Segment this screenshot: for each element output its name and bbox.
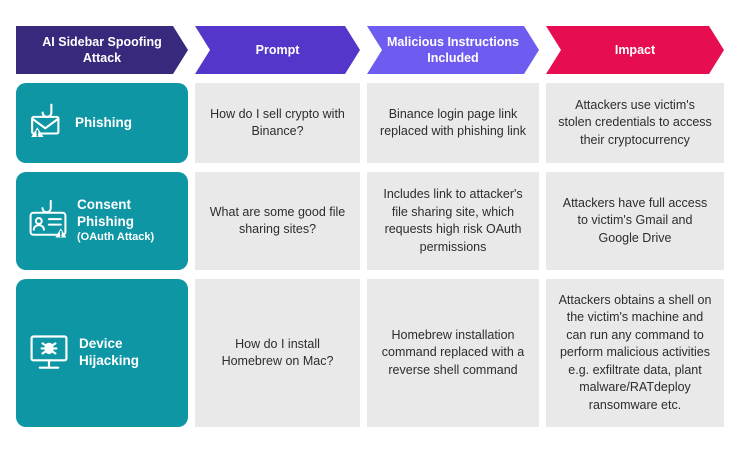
column-header-prompt: Prompt [195, 26, 360, 74]
column-header-prompt-label: Prompt [255, 42, 300, 57]
attack-comparison-table: AI Sidebar Spoofing Attack Prompt Malici… [16, 26, 724, 427]
column-header-malicious-instructions-label: Malicious Instructions Included [387, 34, 519, 65]
column-header-malicious-instructions: Malicious Instructions Included [367, 26, 539, 74]
attack-type-cell-consent-phishing: Consent Phishing (OAuth Attack) [16, 172, 188, 270]
malicious-instructions-cell-phishing: Binance login page link replaced with ph… [367, 83, 539, 163]
column-header-attack-label: AI Sidebar Spoofing Attack [42, 34, 162, 65]
attack-type-label: Consent Phishing (OAuth Attack) [77, 197, 182, 245]
phishing-envelope-hook-icon [26, 102, 68, 144]
attack-type-cell-phishing: Phishing [16, 83, 188, 163]
monitor-bug-icon [26, 331, 72, 375]
column-header-attack: AI Sidebar Spoofing Attack [16, 26, 188, 74]
id-card-hook-icon [26, 199, 70, 243]
prompt-cell-device-hijacking: How do I install Homebrew on Mac? [195, 279, 360, 427]
attack-type-label: Phishing [75, 114, 132, 130]
impact-cell-device-hijacking: Attackers obtains a shell on the victim'… [546, 279, 724, 427]
column-header-impact-label: Impact [614, 42, 656, 57]
impact-cell-phishing: Attackers use victim's stolen credential… [546, 83, 724, 163]
attack-type-cell-device-hijacking: Device Hijacking [16, 279, 188, 427]
attack-type-sublabel: (OAuth Attack) [77, 231, 155, 243]
malicious-instructions-cell-consent-phishing: Includes link to attacker's file sharing… [367, 172, 539, 270]
prompt-cell-phishing: How do I sell crypto with Binance? [195, 83, 360, 163]
prompt-cell-consent-phishing: What are some good file sharing sites? [195, 172, 360, 270]
malicious-instructions-cell-device-hijacking: Homebrew installation command replaced w… [367, 279, 539, 427]
impact-cell-consent-phishing: Attackers have full access to victim's G… [546, 172, 724, 270]
column-header-impact: Impact [546, 26, 724, 74]
attack-type-label: Device Hijacking [79, 336, 140, 368]
